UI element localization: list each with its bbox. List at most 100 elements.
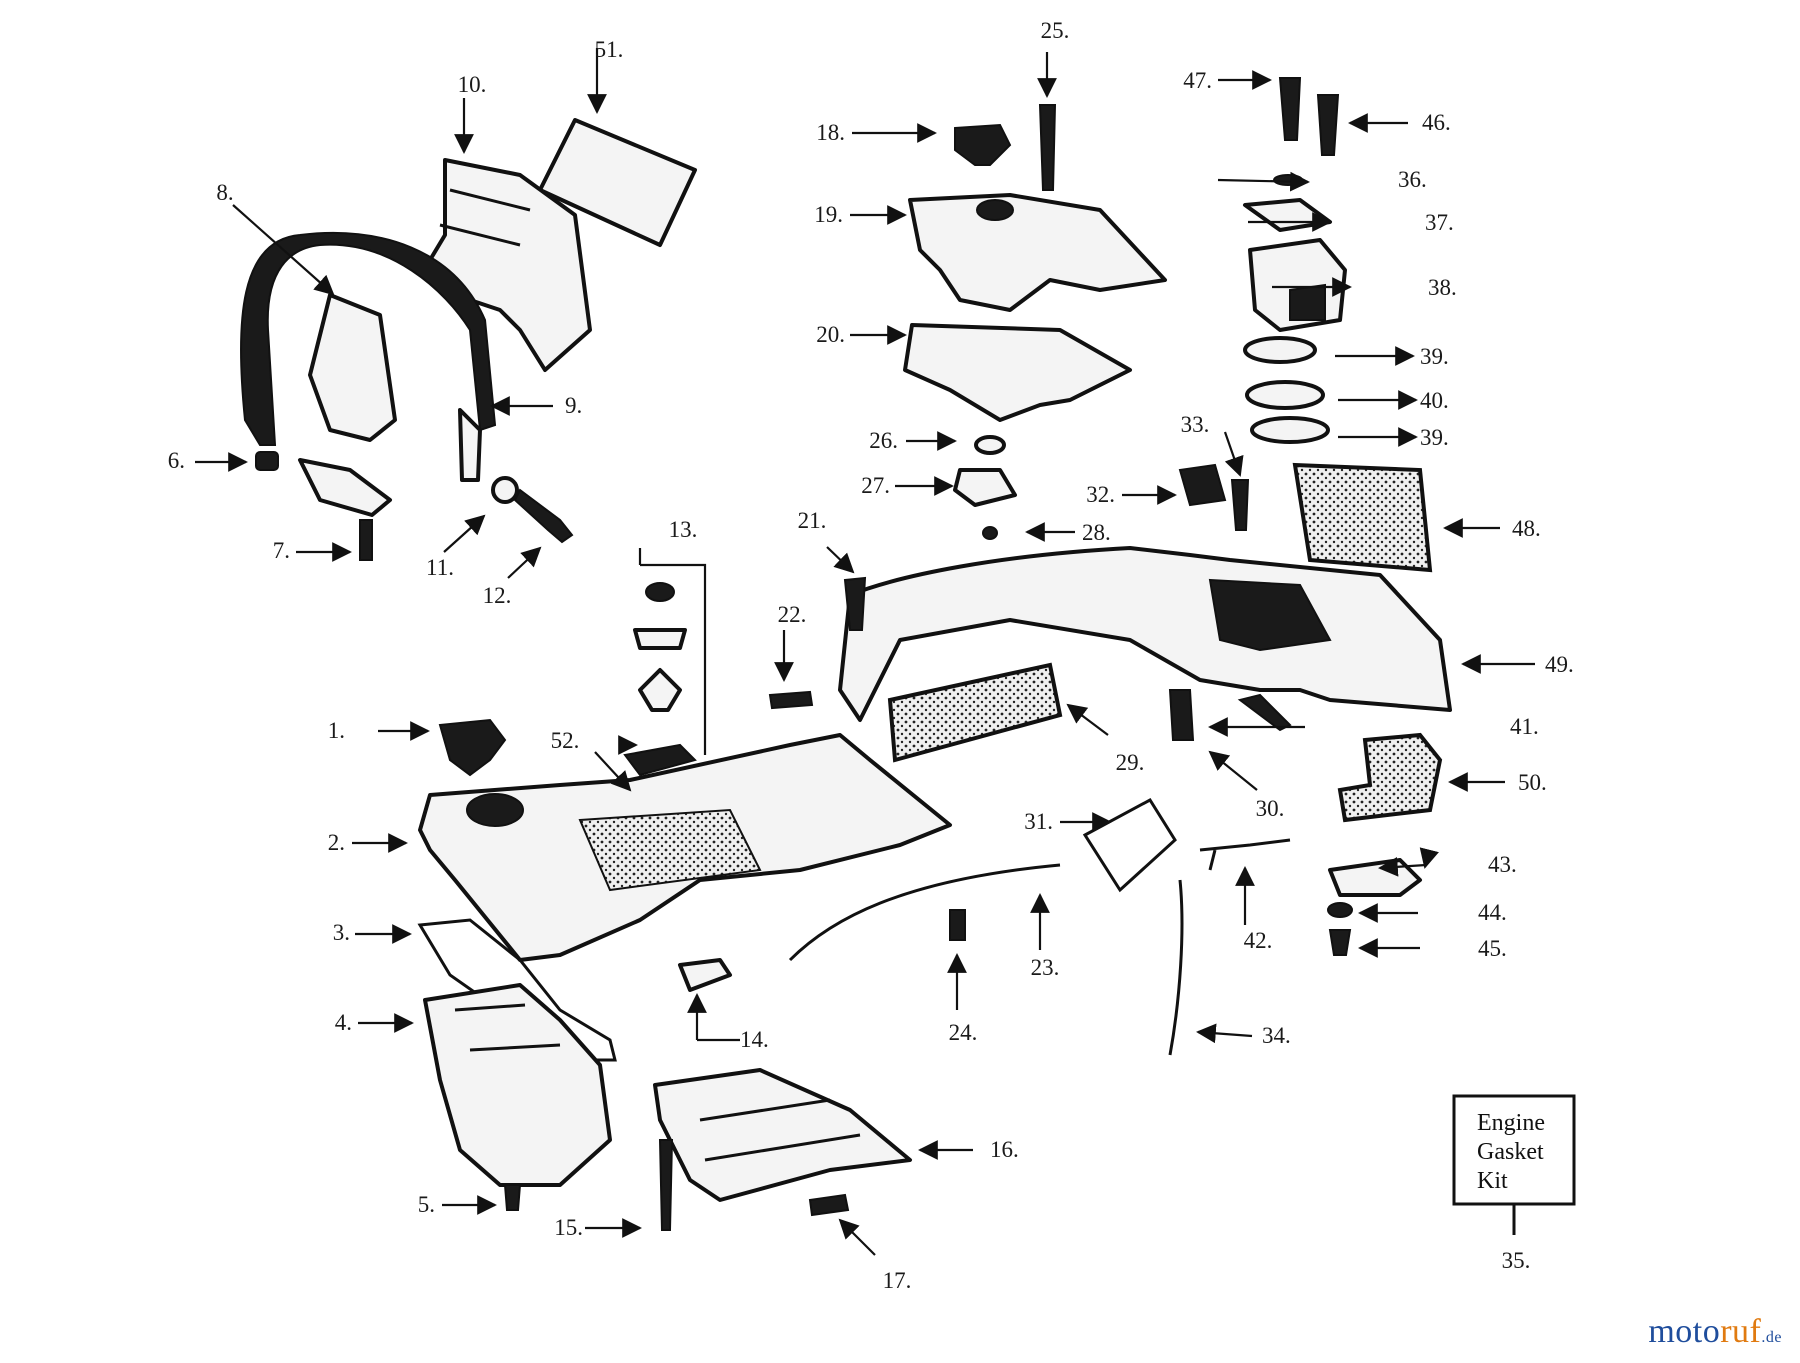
screw-15-part — [658, 1139, 674, 1231]
callout-34: 34. — [1262, 1023, 1291, 1048]
callout-25: 25. — [1041, 18, 1070, 43]
callout-11: 11. — [426, 555, 454, 580]
callout-5: 5. — [418, 1192, 435, 1217]
watermark-part-1: moto — [1648, 1313, 1721, 1350]
cover-gasket-part — [903, 323, 1132, 422]
callout-16: 16. — [990, 1137, 1019, 1162]
callout-50: 50. — [1518, 770, 1547, 795]
callout-44: 44. — [1478, 900, 1507, 925]
rod-41-part — [1237, 693, 1292, 732]
washer-44-part — [1327, 902, 1353, 918]
callout-28: 28. — [1082, 520, 1111, 545]
callout-45: 45. — [1478, 936, 1507, 961]
bolt-6-part — [255, 451, 279, 471]
callout-33: 33. — [1181, 412, 1210, 437]
switch-30-part — [1168, 689, 1195, 741]
callout-23: 23. — [1031, 955, 1060, 980]
callout-4: 4. — [335, 1010, 352, 1035]
callout-41: 41. — [1510, 714, 1539, 739]
plate-37-part — [1243, 198, 1332, 232]
callout-48: 48. — [1512, 516, 1541, 541]
item-13d-part — [623, 743, 697, 777]
block-32-part — [1178, 463, 1227, 507]
callout-30: 30. — [1256, 796, 1285, 821]
callout-24: 24. — [949, 1020, 978, 1045]
callout-22: 22. — [778, 602, 807, 627]
trigger-31-part — [1082, 798, 1177, 893]
item-13a-part — [645, 582, 675, 602]
callout-2: 2. — [328, 830, 345, 855]
screw-25-part — [1038, 104, 1057, 191]
kit-line-2: Gasket — [1477, 1139, 1544, 1165]
screw-33-part — [1230, 479, 1250, 531]
callout-36: 36. — [1398, 167, 1427, 192]
callout-1: 1. — [328, 718, 345, 743]
callout-46: 46. — [1422, 110, 1451, 135]
callout-17: 17. — [883, 1268, 912, 1293]
callout-31: 31. — [1024, 809, 1053, 834]
watermark-part-3: .de — [1761, 1329, 1782, 1346]
callout-7: 7. — [273, 538, 290, 563]
nut-26-part — [974, 435, 1006, 455]
bracket-part — [308, 293, 397, 442]
screw-17-part — [808, 1193, 850, 1217]
screw-5-part — [503, 1184, 522, 1211]
callout-52: 52. — [551, 728, 580, 753]
callout-14: 14. — [740, 1027, 769, 1052]
callout-39b: 39. — [1420, 425, 1449, 450]
gasket-39b-part — [1250, 416, 1330, 444]
washer-part — [491, 476, 519, 504]
callout-37: 37. — [1425, 210, 1454, 235]
leader-lines — [195, 48, 1535, 1256]
screw-46-part — [1316, 94, 1340, 156]
callout-15: 15. — [554, 1215, 583, 1240]
callout-38: 38. — [1428, 275, 1457, 300]
callout-20: 20. — [816, 322, 845, 347]
filter-cap-part — [954, 123, 1012, 166]
plate-27-part — [953, 468, 1017, 507]
item-13c-part — [638, 668, 682, 712]
ring-36-part — [1273, 174, 1303, 186]
callout-47: 47. — [1183, 68, 1212, 93]
handle-grip-part — [887, 662, 1063, 763]
callout-51: 51. — [595, 37, 624, 62]
fuel-cap-part — [438, 718, 507, 777]
air-filter-part — [1292, 462, 1433, 573]
screw-22-part — [768, 690, 814, 710]
callout-19: 19. — [814, 202, 843, 227]
screw-21-part — [843, 576, 867, 631]
callout-3: 3. — [333, 920, 350, 945]
callout-43: 43. — [1488, 852, 1517, 877]
tank-part — [423, 983, 612, 1187]
callout-12: 12. — [483, 583, 512, 608]
callout-labels: 1. 2. 3. 4. 5. 6. 7. 8. 9. 10. 11. 12. 1… — [168, 18, 1574, 1293]
callout-8: 8. — [216, 180, 233, 205]
kit-line-1: Engine — [1477, 1110, 1545, 1136]
air-filter-cover-part — [908, 193, 1167, 312]
bolt-7-part — [359, 519, 373, 561]
callout-10: 10. — [458, 72, 487, 97]
callout-29: 29. — [1116, 750, 1145, 775]
item-13b-part — [633, 628, 687, 650]
callout-26: 26. — [869, 428, 898, 453]
callout-21: 21. — [798, 508, 827, 533]
callout-49: 49. — [1545, 652, 1574, 677]
fuel-filter-part — [678, 958, 732, 992]
gasket-39a-part — [1243, 336, 1317, 364]
callout-39a: 39. — [1420, 344, 1449, 369]
watermark-logo: motoruf.de — [1648, 1313, 1782, 1351]
callout-27: 27. — [861, 473, 890, 498]
screw-47-part — [1278, 77, 1302, 141]
engine-gasket-kit-box: Engine Gasket Kit 35. — [1452, 1094, 1576, 1273]
callout-9: 9. — [565, 393, 582, 418]
callout-18: 18. — [816, 120, 845, 145]
fuel-line-part — [788, 863, 1061, 962]
bottom-cover-part — [653, 1068, 912, 1202]
callout-35: 35. — [1502, 1248, 1531, 1273]
screw-45-part — [1328, 929, 1352, 956]
callout-13: 13. — [669, 517, 698, 542]
handle-bar-part — [239, 231, 497, 446]
rod-42-part — [1199, 838, 1291, 871]
callout-6: 6. — [168, 448, 185, 473]
